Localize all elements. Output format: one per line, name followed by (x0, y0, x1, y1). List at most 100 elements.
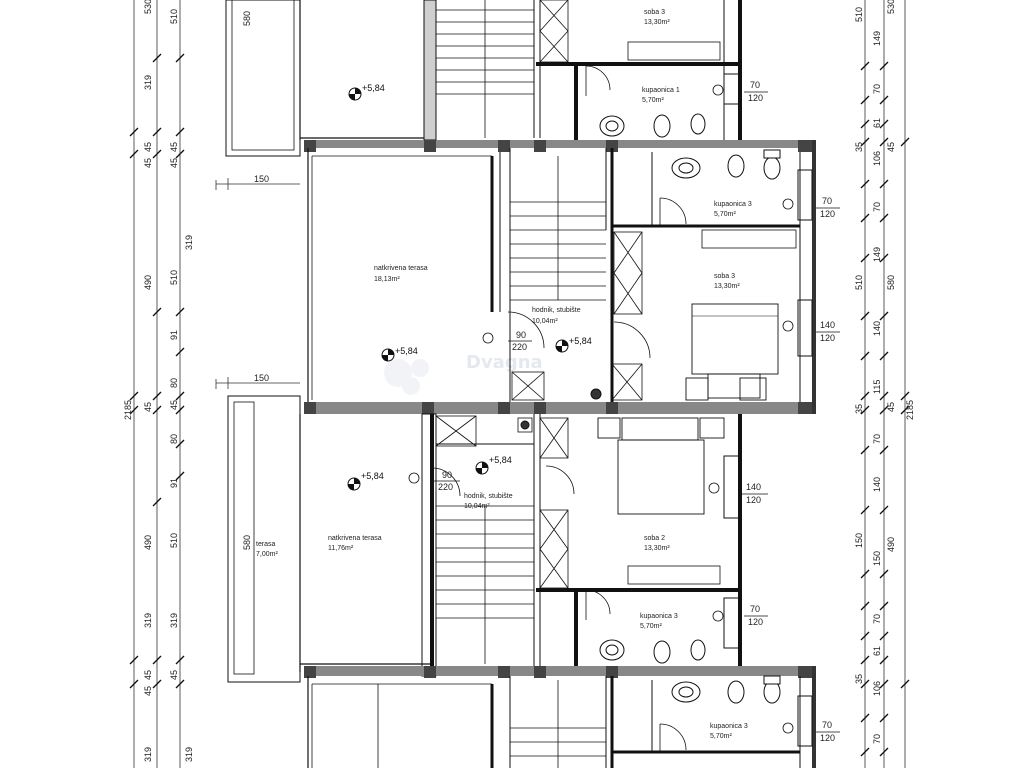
dim-left-inner-4: 319 (184, 235, 194, 250)
dim-right-inner-11: 140 (872, 321, 882, 336)
watermark-text: Dvagna (466, 352, 543, 373)
level-marker-5: +5,84 (475, 455, 512, 475)
bottom-lines (307, 676, 801, 768)
level-value-4: +5,84 (361, 471, 384, 481)
dim-left-inner-7: 91 (169, 330, 179, 340)
window-tag-4-width: 140 (746, 482, 761, 492)
dim-right-total: 2185 (905, 400, 915, 420)
room-name-natkrivena-2: natkrivena terasa (328, 535, 382, 542)
dim-left-inner-12: 510 (169, 533, 179, 548)
room-area-terasa: 7,00m² (256, 551, 278, 558)
dim-right-inner-17: 150 (854, 533, 864, 548)
level-value-5: +5,84 (489, 455, 512, 465)
room-area-kup3-r1: 5,70m² (714, 211, 736, 218)
dim-right-outer-5: 490 (886, 537, 896, 552)
room-area-kup3-bottom: 5,70m² (710, 733, 732, 740)
dim-right-inner-19: 70 (872, 614, 882, 624)
dim-right-inner-21: 61 (872, 646, 882, 656)
door-tags: 90 220 90 220 (434, 330, 532, 492)
bottom-stairs (510, 680, 606, 768)
door-tag-2-height: 220 (438, 482, 453, 492)
dim-left-inner-1: 510 (169, 9, 179, 24)
room-name-hodnik-1: hodnik, stubište (532, 307, 581, 314)
lower-window-markers (408, 417, 741, 649)
room-name-soba3-mid: soba 3 (714, 273, 735, 280)
dim-left-inner-11: 91 (169, 478, 179, 488)
bottom-bathroom-fixtures (659, 675, 781, 752)
room-area-kup3-lower: 5,70m² (640, 623, 662, 630)
dim-right-inner-3: 70 (872, 84, 882, 94)
room-name-natkrivena-1: natkrivena terasa (374, 265, 428, 272)
room-area-hodnik-2: 10,04m² (464, 503, 490, 510)
dim-left-outer-2: 319 (143, 75, 153, 90)
window-tag-3-height: 120 (820, 333, 835, 343)
door-tag-2-width: 90 (442, 470, 452, 480)
window-tag-6-width: 70 (822, 720, 832, 730)
top-stairs (436, 0, 534, 138)
level-marker-1: +5,84 (348, 83, 385, 101)
dim-right-outer-1: 530 (886, 0, 896, 14)
dim-h-150-mid: 150 (254, 373, 269, 383)
dim-left-outer-13: 319 (143, 747, 153, 762)
room-area-kup1: 5,70m² (642, 97, 664, 104)
window-tag-1-width: 70 (750, 80, 760, 90)
dim-right-outer-2: 580 (886, 275, 896, 290)
window-tags: 70 120 70 120 140 120 140 120 70 120 70 … (742, 80, 840, 743)
dim-left-outer-10: 319 (143, 613, 153, 628)
dim-left-outer-8: 45 (143, 670, 153, 680)
window-tag-4-height: 120 (746, 495, 761, 505)
window-tag-3-width: 140 (820, 320, 835, 330)
dim-left-outer-7: 45 (143, 402, 153, 412)
window-tag-2-width: 70 (822, 196, 832, 206)
dim-left-inner-5: 510 (169, 270, 179, 285)
dim-left-outer-9: 490 (143, 535, 153, 550)
level-marker-2: +5,84 (381, 346, 418, 362)
room-name-kup1: kupaonica 1 (642, 87, 680, 94)
room-name-terasa: terasa (256, 541, 276, 548)
mid-block-walls (304, 140, 816, 414)
dim-left-outer-4: 45 (143, 158, 153, 168)
dim-right-inner-23: 70 (872, 734, 882, 744)
right-dimension-text: 510 510 150 35 35 35 149 70 61 106 70 14… (854, 0, 915, 744)
top-bathroom-fixtures (585, 65, 706, 138)
room-name-soba2: soba 2 (644, 535, 665, 542)
top-wardrobe (539, 0, 569, 63)
room-name-kup3-lower: kupaonica 3 (640, 613, 678, 620)
lower-bathroom-fixtures (431, 465, 706, 664)
dim-left-outer-3: 45 (143, 142, 153, 152)
lower-bed (597, 417, 725, 515)
dim-right-inner-14: 70 (872, 434, 882, 444)
dim-left-inner-3: 45 (169, 142, 179, 152)
bottom-block (304, 666, 816, 768)
level-value-1: +5,84 (362, 83, 385, 93)
room-area-soba3-mid: 13,30m² (714, 283, 740, 290)
dim-left-outer-1: 530 (143, 0, 153, 14)
dim-right-inner-18: 150 (872, 551, 882, 566)
room-area-hodnik-1: 10,04m² (532, 318, 558, 325)
dim-left-inner-6: 45 (169, 158, 179, 168)
room-name-kup3-r1: kupaonica 3 (714, 201, 752, 208)
dim-left-inner-2: 580 (242, 11, 252, 26)
dim-left-inner-13: 580 (242, 535, 252, 550)
level-markers: +5,84 +5,84 +5,84 +5,84 +5,84 (347, 83, 592, 491)
dim-right-inner-22: 106 (872, 681, 882, 696)
window-tag-1-height: 120 (748, 93, 763, 103)
dim-right-inner-6: 106 (872, 151, 882, 166)
dim-right-outer-3: 45 (886, 142, 896, 152)
lower-wardrobes (435, 415, 569, 589)
top-window-marker (712, 73, 741, 105)
dim-right-inner-16: 140 (872, 477, 882, 492)
bottom-window-markers (782, 695, 813, 747)
left-dimension-lines (133, 0, 300, 768)
room-labels: soba 3 13,30m² kupaonica 1 5,70m² kupaon… (256, 9, 752, 740)
dim-right-inner-2: 149 (872, 31, 882, 46)
dim-left-inner-16: 319 (184, 747, 194, 762)
room-name-hodnik-2: hodnik, stubište (464, 493, 513, 500)
dim-right-inner-9: 510 (854, 275, 864, 290)
dim-right-inner-4: 61 (872, 118, 882, 128)
left-dimension-text: 530 319 45 45 490 2185 45 45 490 319 45 … (123, 0, 252, 762)
dim-right-inner-15: 35 (854, 404, 864, 414)
dim-right-inner-12: 115 (872, 380, 882, 394)
dim-left-inner-8: 80 (169, 378, 179, 388)
mid-bathroom-fixtures (507, 149, 781, 359)
